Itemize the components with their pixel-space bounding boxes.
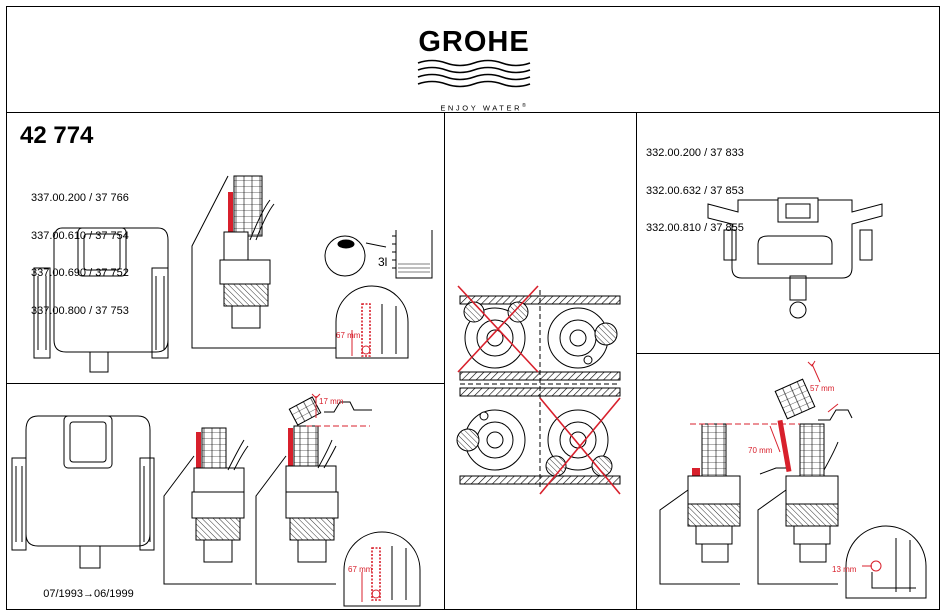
- ring-top-left: [464, 307, 526, 369]
- detail-zoom-67mm-2: [343, 531, 421, 607]
- flush-valve-assembly-3b: [757, 419, 839, 585]
- tilted-ladder-17mm: [288, 393, 372, 427]
- date-end: 06/1999: [94, 588, 134, 600]
- brand-tagline: ENJOY WATER®: [418, 96, 532, 119]
- flush-valve-assembly-2b: [255, 425, 339, 585]
- part-number: 332.00.200 / 37 833: [646, 147, 744, 159]
- part-number: 337.00.690 / 37 752: [31, 267, 129, 279]
- dimension-17mm: 17 mm: [319, 397, 344, 406]
- flush-valve-assembly-3a: [659, 423, 741, 585]
- dimension-67mm-2: 67 mm: [348, 565, 373, 574]
- date-start: 07/1993: [43, 588, 83, 600]
- tilted-ladder-57mm: [690, 360, 853, 453]
- dimension-67mm-1: 67 mm: [336, 331, 361, 340]
- date-arrow: →: [83, 588, 94, 600]
- dimension-70mm: 70 mm: [748, 446, 773, 455]
- part-number: 332.00.810 / 37 855: [646, 222, 744, 234]
- panel-borders: [6, 6, 940, 610]
- detail-zoom-67mm-1: [335, 285, 409, 359]
- part-number: 337.00.200 / 37 766: [31, 192, 129, 204]
- tank-volume-gauge: [324, 230, 433, 279]
- production-date-range: 07/1993→06/1999: [31, 578, 134, 611]
- cistern-top-view: [707, 197, 883, 319]
- registered-mark: ®: [522, 102, 529, 109]
- part-numbers-right: 332.00.200 / 37 833 332.00.632 / 37 853 …: [646, 122, 744, 260]
- part-number: 337.00.800 / 37 753: [31, 304, 129, 317]
- part-number: 337.00.610 / 37 754: [31, 229, 129, 242]
- dimension-57mm: 57 mm: [810, 384, 835, 393]
- orientation-diagram: [456, 285, 621, 495]
- brand-logo: GROHE: [418, 26, 530, 58]
- dimension-13mm: 13 mm: [832, 565, 857, 574]
- brand-tagline-text: ENJOY WATER: [440, 103, 523, 112]
- flush-valve-assembly-1: [191, 175, 342, 349]
- part-number: 332.00.632 / 37 853: [646, 184, 744, 197]
- cistern-front-view-1: [33, 227, 169, 373]
- product-number: 42 774: [20, 122, 94, 149]
- detail-zoom-13mm: [845, 525, 927, 599]
- grohe-logo-waves: [417, 59, 531, 88]
- part-numbers-left: 337.00.200 / 37 766 337.00.610 / 37 754 …: [31, 167, 129, 342]
- cistern-front-view-2: [11, 415, 155, 569]
- tank-volume-label: 3l: [378, 255, 388, 269]
- flush-valve-assembly-2a: [163, 427, 252, 585]
- cross-out-marks: [457, 285, 621, 495]
